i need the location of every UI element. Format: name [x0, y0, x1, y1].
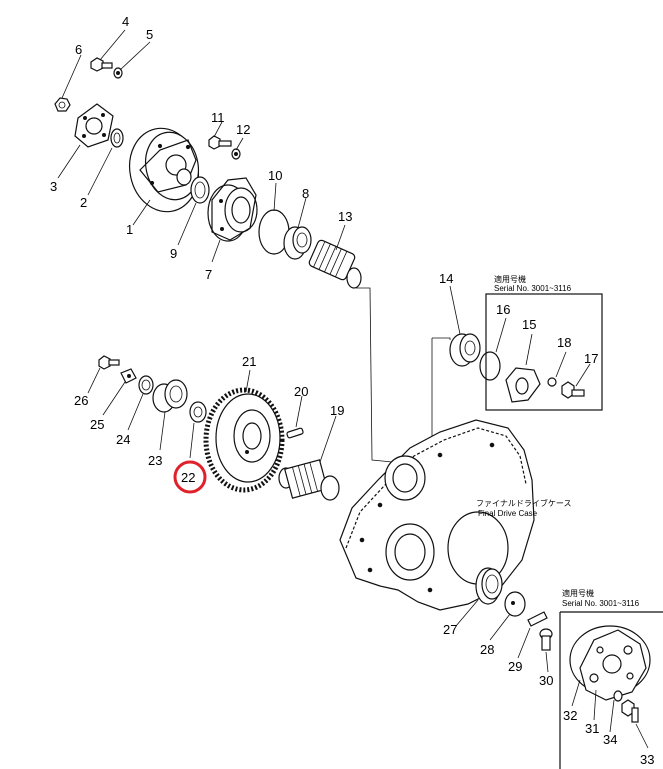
callout-34: 34	[603, 732, 617, 747]
bolt-part-4	[90, 57, 113, 72]
bearing-part-8	[283, 226, 312, 260]
callout-12: 12	[236, 122, 250, 137]
seal-part-2	[110, 128, 124, 148]
highlight-circle	[173, 460, 207, 494]
inset-bottom-title: 適用号機	[562, 588, 594, 598]
callout-7: 7	[205, 267, 212, 282]
seal-part-24	[138, 375, 154, 395]
callout-28: 28	[480, 642, 494, 657]
bearing-part-14	[449, 333, 481, 367]
callout-18: 18	[557, 335, 571, 350]
callout-33: 33	[640, 752, 654, 767]
callout-24: 24	[116, 432, 130, 447]
plate-part-3	[74, 103, 114, 148]
callout-13: 13	[338, 209, 352, 224]
callout-30: 30	[539, 673, 553, 688]
callout-14: 14	[439, 271, 453, 286]
inset-top-serial: Serial No. 3001~3116	[494, 284, 572, 293]
leader-14	[449, 285, 461, 335]
callout-2: 2	[80, 195, 87, 210]
callout-19: 19	[330, 403, 344, 418]
callout-labels: 4 5 6 3 2 1 9 7 11 12 10 8 13 14 16 15 1…	[50, 14, 654, 767]
inset-box-top: 適用号機 Serial No. 3001~3116	[479, 274, 603, 411]
washer-part-5	[113, 67, 123, 79]
inset-box-bottom: 適用号機 Serial No. 3001~3116	[559, 588, 663, 769]
key-part-20	[286, 427, 304, 439]
callout-11: 11	[211, 110, 225, 125]
cover-part-1	[129, 127, 199, 213]
callout-22: 22	[181, 470, 195, 485]
inset-top-title: 適用号機	[494, 274, 526, 284]
callout-4: 4	[122, 14, 129, 29]
seal-part-27	[475, 567, 503, 605]
callout-29: 29	[508, 659, 522, 674]
case-label-jp: ファイナルドライブケース	[476, 498, 571, 508]
bearing-part-9	[190, 176, 210, 204]
case-label-en: Final Drive Case	[478, 509, 538, 518]
callout-20: 20	[294, 384, 308, 399]
callout-3: 3	[50, 179, 57, 194]
callout-31: 31	[585, 721, 599, 736]
callout-32: 32	[563, 708, 577, 723]
gear-part-21	[203, 387, 285, 493]
callout-16: 16	[496, 302, 510, 317]
nut-part-6	[54, 97, 71, 112]
bearing-part-23	[152, 379, 188, 413]
bolt-part-30	[539, 628, 553, 651]
callout-10: 10	[268, 168, 282, 183]
lock-part-29	[527, 611, 548, 627]
final-drive-case: ファイナルドライブケース Final Drive Case	[339, 419, 571, 611]
washer-part-22	[189, 401, 207, 423]
washer-part-25	[120, 368, 137, 384]
leader-lines-top	[57, 29, 346, 263]
callout-27: 27	[443, 622, 457, 637]
shaft-part-13	[308, 239, 362, 289]
leader-lines-lower	[455, 599, 549, 673]
callout-15: 15	[522, 317, 536, 332]
shaft-part-19	[278, 459, 340, 501]
callout-6: 6	[75, 42, 82, 57]
callout-8: 8	[302, 186, 309, 201]
cage-part-7	[207, 177, 258, 242]
callout-23: 23	[148, 453, 162, 468]
callout-5: 5	[146, 27, 153, 42]
plate-part-28	[504, 591, 526, 617]
callout-9: 9	[170, 246, 177, 261]
bolt-part-11	[208, 135, 232, 150]
callout-17: 17	[584, 351, 598, 366]
bolt-part-26	[98, 355, 120, 370]
callout-26: 26	[74, 393, 88, 408]
inset-bottom-serial: Serial No. 3001~3116	[562, 599, 640, 608]
washer-part-12	[231, 148, 241, 160]
leader-lines-middle	[87, 367, 337, 463]
callout-1: 1	[126, 222, 133, 237]
callout-21: 21	[242, 354, 256, 369]
callout-25: 25	[90, 417, 104, 432]
